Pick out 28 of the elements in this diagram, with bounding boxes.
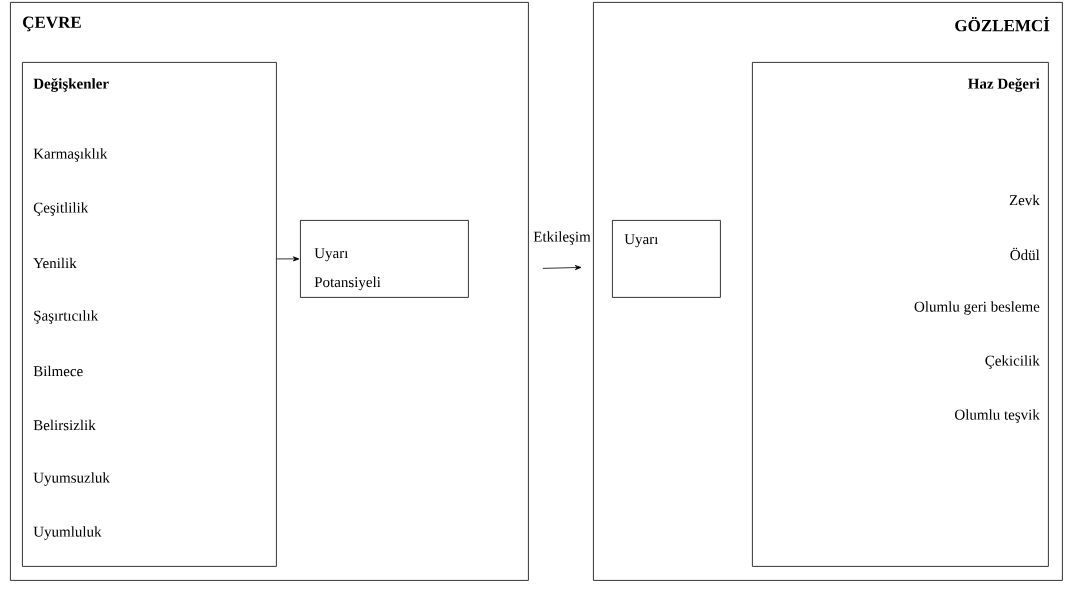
list-item: Şaşırtıcılık (34, 310, 99, 324)
list-item: Ödül (1010, 247, 1040, 261)
box-label: Uyarı (624, 234, 659, 248)
heading: Haz Değeri (968, 78, 1040, 92)
panel (593, 2, 1063, 581)
list-item: Uyumluluk (33, 526, 102, 540)
list-item: Karmaşıklık (33, 148, 108, 162)
list-item: Bilmece (33, 365, 83, 377)
panel (10, 2, 529, 581)
panel (22, 62, 277, 567)
heading: Değişkenler (33, 78, 109, 92)
list-item: Belirsizlik (33, 419, 96, 431)
arrow (542, 265, 582, 271)
panel (752, 62, 1049, 567)
list-item: Olumlu geri besleme (914, 301, 1040, 315)
list-item: Yenilik (33, 257, 77, 269)
arrow (276, 256, 300, 262)
box-label: Uyarı Potansiyeli (314, 248, 381, 291)
edge-label: Etkileşim (532, 230, 592, 246)
list-item: Uyumsuzluk (33, 472, 110, 486)
list-item: Çeşitlilik (33, 202, 89, 216)
list-item: Çekicilik (985, 355, 1040, 369)
heading: ÇEVRE (23, 16, 81, 32)
list-item: Zevk (1009, 194, 1040, 206)
panel (300, 220, 469, 298)
panel (612, 220, 721, 298)
heading: GÖZLEMCİ (955, 16, 1050, 32)
list-item: Olumlu teşvik (955, 409, 1040, 423)
